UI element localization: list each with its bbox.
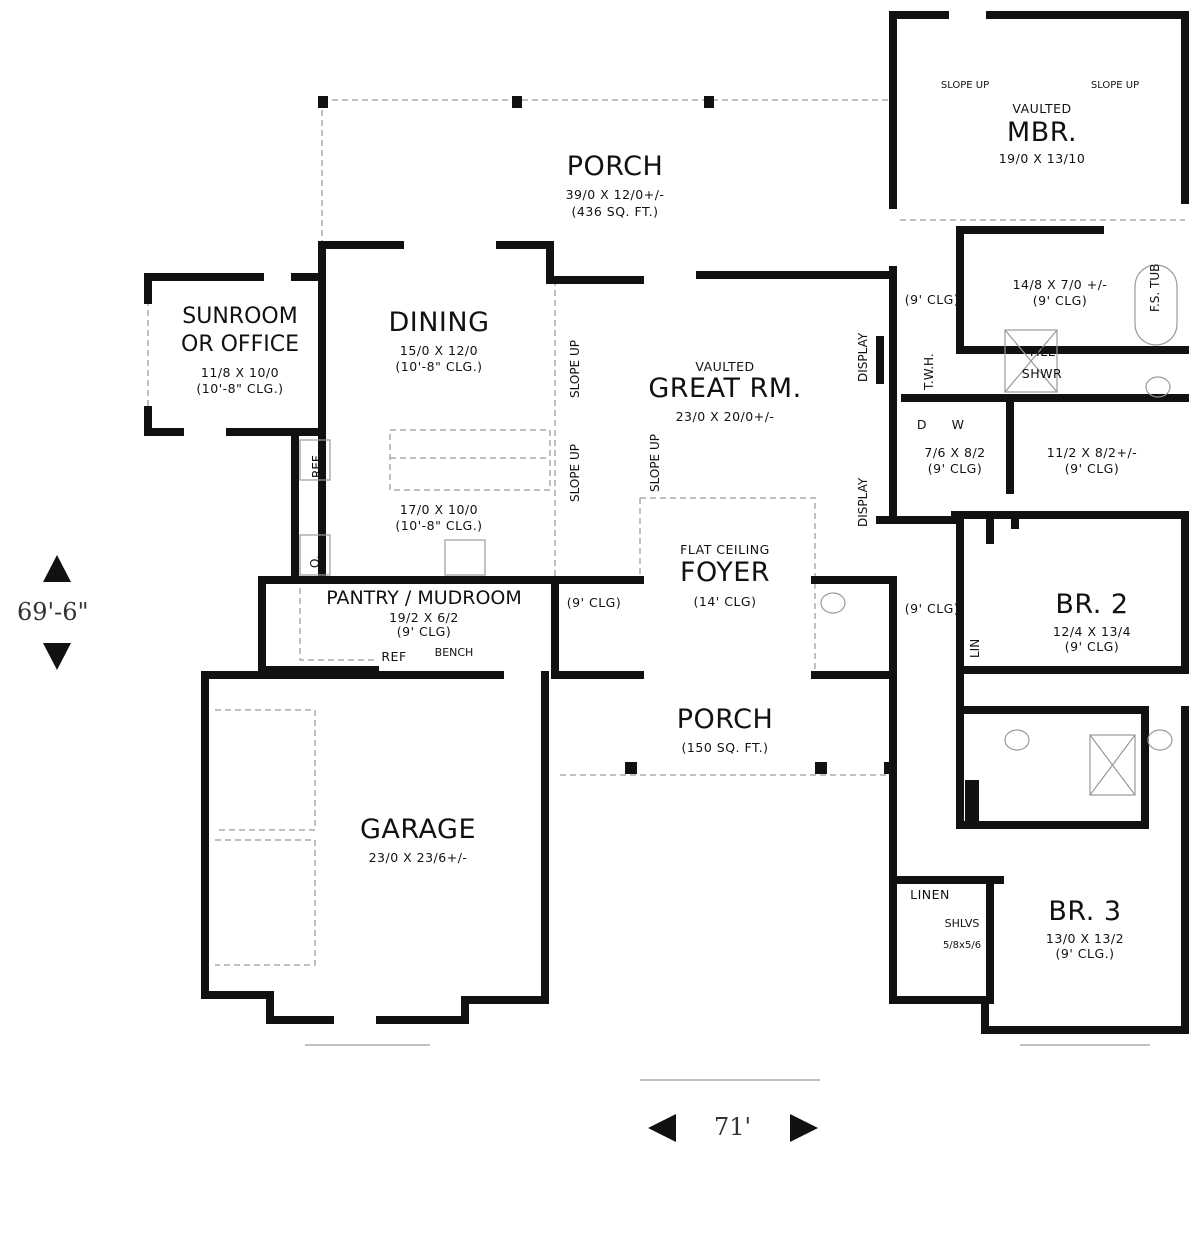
- mbr-slope-1: SLOPE UP: [940, 80, 990, 91]
- mbr-name: MBR.: [1006, 117, 1078, 148]
- shlvs-label: SHLVS: [944, 917, 980, 930]
- shlvs-size: 5/8x5/6: [942, 940, 982, 951]
- sunroom-clg: (10'-8" CLG.): [196, 381, 284, 396]
- br3-clg: (9' CLG.): [1055, 946, 1115, 961]
- garage-name: GARAGE: [359, 814, 477, 845]
- porch-rear-name: PORCH: [566, 151, 664, 182]
- great-room-note: VAULTED: [695, 359, 755, 374]
- kitchen-clg: (10'-8" CLG.): [395, 518, 483, 533]
- porch-rear-size: 39/0 X 12/0+/-: [565, 187, 665, 202]
- linen-label: LINEN: [910, 887, 950, 902]
- dining-clg: (10'-8" CLG.): [395, 359, 483, 374]
- br3-name: BR. 3: [1048, 896, 1122, 927]
- foyer-clg: (14' CLG): [693, 594, 757, 609]
- br2-name: BR. 2: [1055, 589, 1129, 620]
- display-label-2: DISPLAY: [856, 477, 870, 527]
- arrow-up-icon: [43, 555, 71, 582]
- kitchen-size: 17/0 X 10/0: [399, 502, 479, 517]
- walls: [144, 11, 1189, 1034]
- master-bath-clg: (9' CLG): [1032, 293, 1088, 308]
- dining-name: DINING: [388, 307, 490, 338]
- sunroom-size: 11/8 X 10/0: [200, 365, 280, 380]
- twh-label: T.W.H.: [922, 353, 936, 390]
- arrow-left-icon: [648, 1114, 676, 1142]
- master-bath-size: 14/8 X 7/0 +/-: [1012, 277, 1108, 292]
- wic-size: 11/2 X 8/2+/-: [1046, 445, 1138, 460]
- porch-front-name: PORCH: [676, 704, 774, 735]
- br3-size: 13/0 X 13/2: [1045, 931, 1125, 946]
- foyer-note: FLAT CEILING: [680, 542, 770, 557]
- depth-dimension: 69'-6": [17, 598, 89, 626]
- shower-label-2: SHWR: [1021, 366, 1063, 381]
- arrow-right-icon: [790, 1114, 818, 1142]
- columns: [318, 96, 979, 825]
- mbr-size: 19/0 X 13/10: [998, 151, 1086, 166]
- foyer-name: FOYER: [679, 557, 771, 588]
- garage-size: 23/0 X 23/6+/-: [368, 850, 468, 865]
- closet-clg: (9' CLG): [566, 595, 622, 610]
- sunroom-name-2: OR OFFICE: [181, 332, 299, 357]
- mbr-slope-2: SLOPE UP: [1090, 80, 1140, 91]
- hall-clg: (9' CLG): [904, 292, 960, 307]
- pantry-name: PANTRY / MUDROOM: [326, 587, 522, 609]
- wic-clg: (9' CLG): [1064, 461, 1120, 476]
- display-label-1: DISPLAY: [856, 332, 870, 382]
- great-slope-3: SLOPE UP: [648, 434, 662, 492]
- br2-clg: (9' CLG): [1064, 639, 1120, 654]
- porch-rear-area: (436 SQ. FT.): [571, 204, 659, 219]
- dimension-arrows: [43, 555, 818, 1142]
- great-slope-2: SLOPE UP: [568, 444, 582, 502]
- br2-linen: LIN: [968, 638, 982, 658]
- shower-label-1: TILE: [1027, 344, 1057, 359]
- mbr-note: VAULTED: [1012, 101, 1072, 116]
- width-dimension: 71': [714, 1113, 752, 1141]
- laundry-size: 7/6 X 8/2: [924, 445, 986, 460]
- washer-label: W: [951, 417, 965, 432]
- fixtures: [299, 264, 1178, 1081]
- pantry-ref: REF: [381, 649, 407, 664]
- sunroom-name-1: SUNROOM: [182, 304, 298, 329]
- arrow-down-icon: [43, 643, 71, 670]
- porch-front-area: (150 SQ. FT.): [681, 740, 769, 755]
- great-room-name: GREAT RM.: [648, 373, 802, 404]
- kitchen-oven: O.: [308, 555, 322, 568]
- great-room-size: 23/0 X 20/0+/-: [675, 409, 775, 424]
- br2-size: 12/4 X 13/4: [1052, 624, 1132, 639]
- laundry-clg: (9' CLG): [927, 461, 983, 476]
- dining-size: 15/0 X 12/0: [399, 343, 479, 358]
- bench-label: BENCH: [434, 646, 474, 659]
- kitchen-ref: REF: [310, 455, 324, 478]
- pantry-size: 19/2 X 6/2: [389, 610, 459, 625]
- hall2-clg: (9' CLG): [904, 601, 960, 616]
- pantry-clg: (9' CLG): [396, 624, 452, 639]
- dryer-label: D: [916, 417, 928, 432]
- great-slope-1: SLOPE UP: [568, 340, 582, 398]
- tub-label: F.S. TUB: [1148, 263, 1162, 312]
